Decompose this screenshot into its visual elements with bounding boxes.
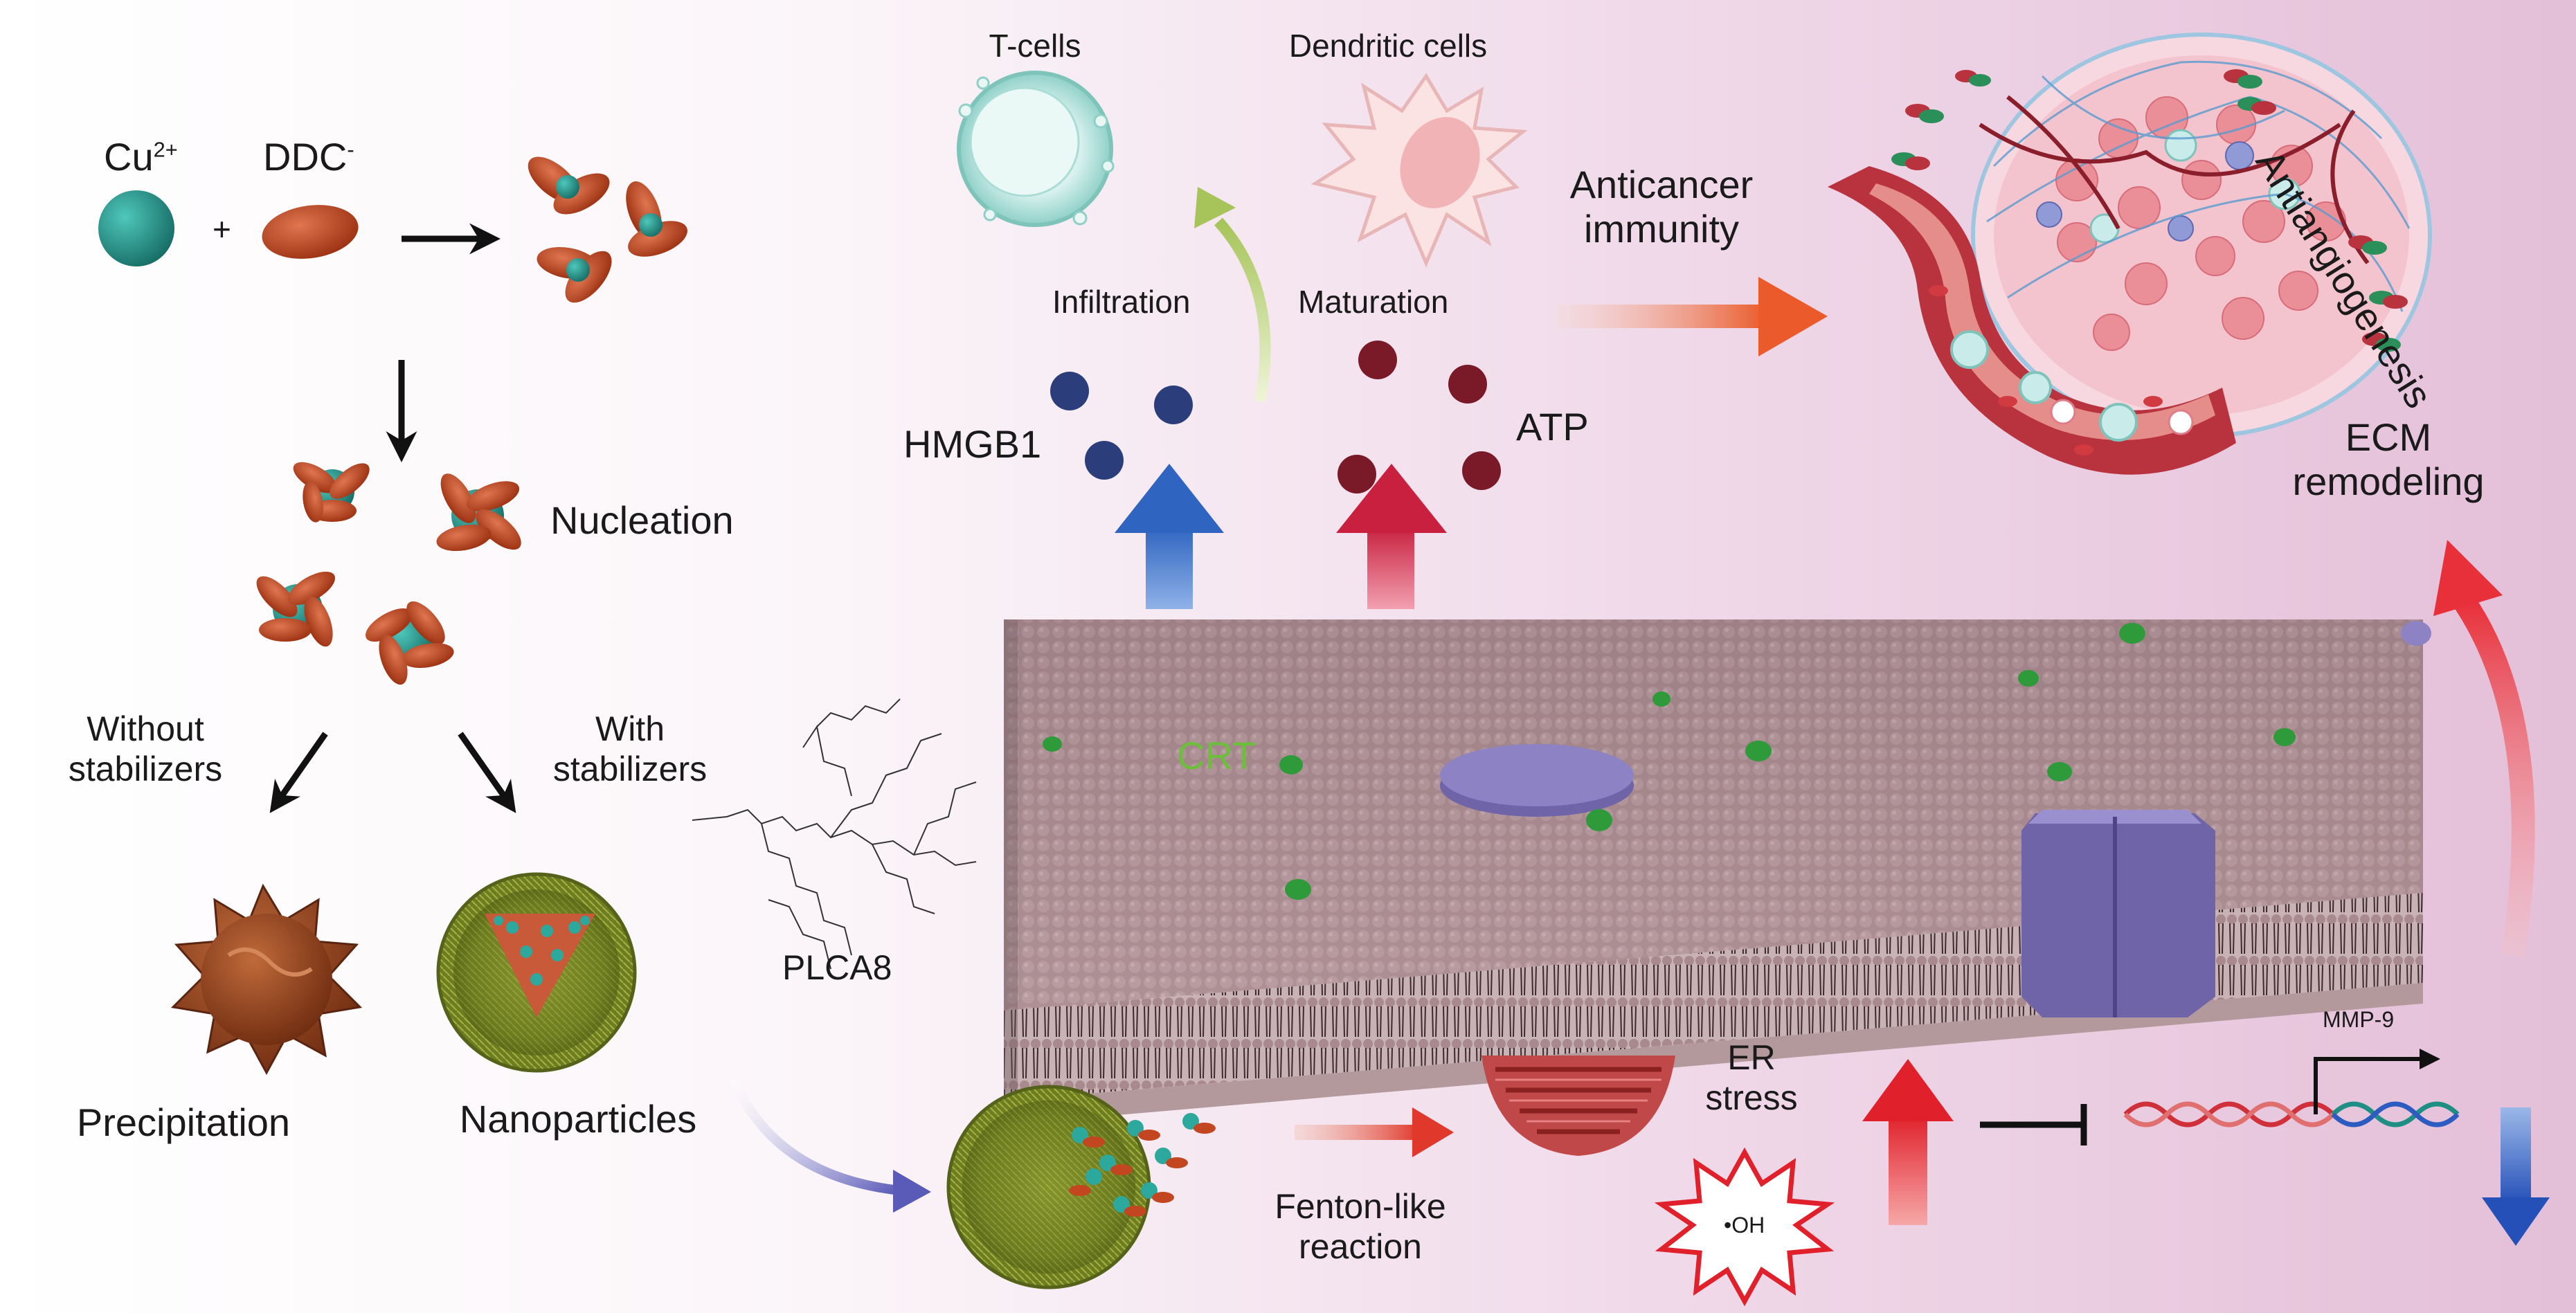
er-line2: stress xyxy=(1705,1078,1798,1117)
infiltration-arrow xyxy=(1214,217,1271,403)
ddc-text: DDC xyxy=(263,135,348,179)
nanoparticle-releasing xyxy=(946,1085,1216,1289)
er-line1: ER xyxy=(1727,1038,1776,1077)
infiltration-label: Infiltration xyxy=(1052,284,1191,320)
ecm-arrow xyxy=(2454,595,2535,957)
without-line1: Without xyxy=(87,709,204,748)
endoplasmic-reticulum xyxy=(1481,1056,1675,1156)
atp-label: ATP xyxy=(1516,405,1589,449)
ddc-charge: - xyxy=(347,137,354,162)
fenton-line1: Fenton-like xyxy=(1275,1187,1446,1226)
plus-sign: + xyxy=(213,211,231,247)
maturation-label: Maturation xyxy=(1298,284,1449,320)
without-line2: stabilizers xyxy=(68,749,223,788)
t-cell xyxy=(957,71,1115,227)
antiangiogenic-particles xyxy=(1891,69,2408,352)
blood-vessel xyxy=(1828,166,2236,475)
dna-helix xyxy=(2123,1101,2460,1128)
cu-ddc-complex xyxy=(528,156,687,303)
with-line1: With xyxy=(595,709,665,748)
tumor xyxy=(1971,33,2432,438)
membrane-protein-disc xyxy=(1440,744,1634,817)
ecm-remodeling-label: ECM remodeling xyxy=(2264,415,2513,505)
crt-label: CRT xyxy=(1177,734,1257,777)
fenton-label: Fenton-like reaction xyxy=(1250,1187,1471,1267)
ecm-arrow-head xyxy=(2433,540,2503,616)
cu-ion xyxy=(98,190,174,266)
atp-release-arrow xyxy=(1336,464,1447,609)
hmgb1-label: HMGB1 xyxy=(903,422,1042,466)
immunity-arrow xyxy=(1558,305,1765,328)
infiltration-arrow-head xyxy=(1194,187,1236,228)
nucleation-clusters xyxy=(256,462,521,685)
with-line2: stabilizers xyxy=(552,749,708,788)
atp-molecules xyxy=(1337,341,1501,493)
mmp9-down-arrow xyxy=(2482,1107,2550,1246)
mmp9-promoter-arrow-head xyxy=(2420,1049,2440,1069)
arrow-with-stabilizers xyxy=(458,732,516,813)
anticancer-immunity-label: Anticancer immunity xyxy=(1544,163,1779,252)
nanoparticles-label: Nanoparticles xyxy=(459,1097,697,1141)
tcells-label: T-cells xyxy=(989,28,1081,64)
immunity-arrow-head xyxy=(1758,277,1828,356)
oh-radical-burst xyxy=(1654,1147,1835,1307)
without-stabilizers-label: Without stabilizers xyxy=(31,709,260,789)
arrow-to-cell xyxy=(729,1078,901,1195)
arrow-without-stabilizers xyxy=(269,732,328,813)
nucleation-label: Nucleation xyxy=(550,498,734,542)
anticancer-line1: Anticancer xyxy=(1569,163,1754,206)
plca8-label: PLCA8 xyxy=(782,948,892,987)
ecm-line1: ECM xyxy=(2345,415,2432,459)
cu-label: Cu2+ xyxy=(104,135,178,179)
er-stress-arrow xyxy=(1862,1059,1954,1225)
inhibition-symbol xyxy=(1980,1104,2087,1146)
hmgb1-release-arrow xyxy=(1115,464,1224,609)
arrow-to-cell-head xyxy=(893,1170,931,1213)
fenton-arrow xyxy=(1295,1125,1419,1140)
anticancer-line2: immunity xyxy=(1583,207,1740,251)
with-stabilizers-label: With stabilizers xyxy=(516,709,744,789)
ddc-ion xyxy=(262,205,359,259)
dendritic-cell xyxy=(1310,73,1528,268)
ecm-line2: remodeling xyxy=(2292,460,2485,504)
precipitate xyxy=(170,883,363,1076)
oh-label: •OH xyxy=(1724,1213,1765,1238)
ddc-label: DDC- xyxy=(263,135,354,179)
crt-proteins xyxy=(1043,623,2296,900)
precipitation-label: Precipitation xyxy=(76,1101,291,1144)
mmp9-promoter-arrow xyxy=(2314,1057,2423,1114)
nanoparticle xyxy=(436,872,637,1073)
plca8-structure xyxy=(692,698,977,970)
hmgb1-molecules xyxy=(1050,372,1193,480)
dendritic-cells-label: Dendritic cells xyxy=(1288,28,1488,64)
fenton-arrow-head xyxy=(1412,1107,1454,1157)
cu-text: Cu xyxy=(104,135,154,179)
membrane-protein-channel xyxy=(2021,810,2215,1017)
membrane-protein-edge xyxy=(2401,621,2431,646)
er-stress-label: ER stress xyxy=(1675,1038,1828,1118)
fenton-line2: reaction xyxy=(1299,1226,1422,1266)
mmp9-label: MMP-9 xyxy=(2323,1007,2395,1032)
cu-charge: 2+ xyxy=(153,137,178,162)
